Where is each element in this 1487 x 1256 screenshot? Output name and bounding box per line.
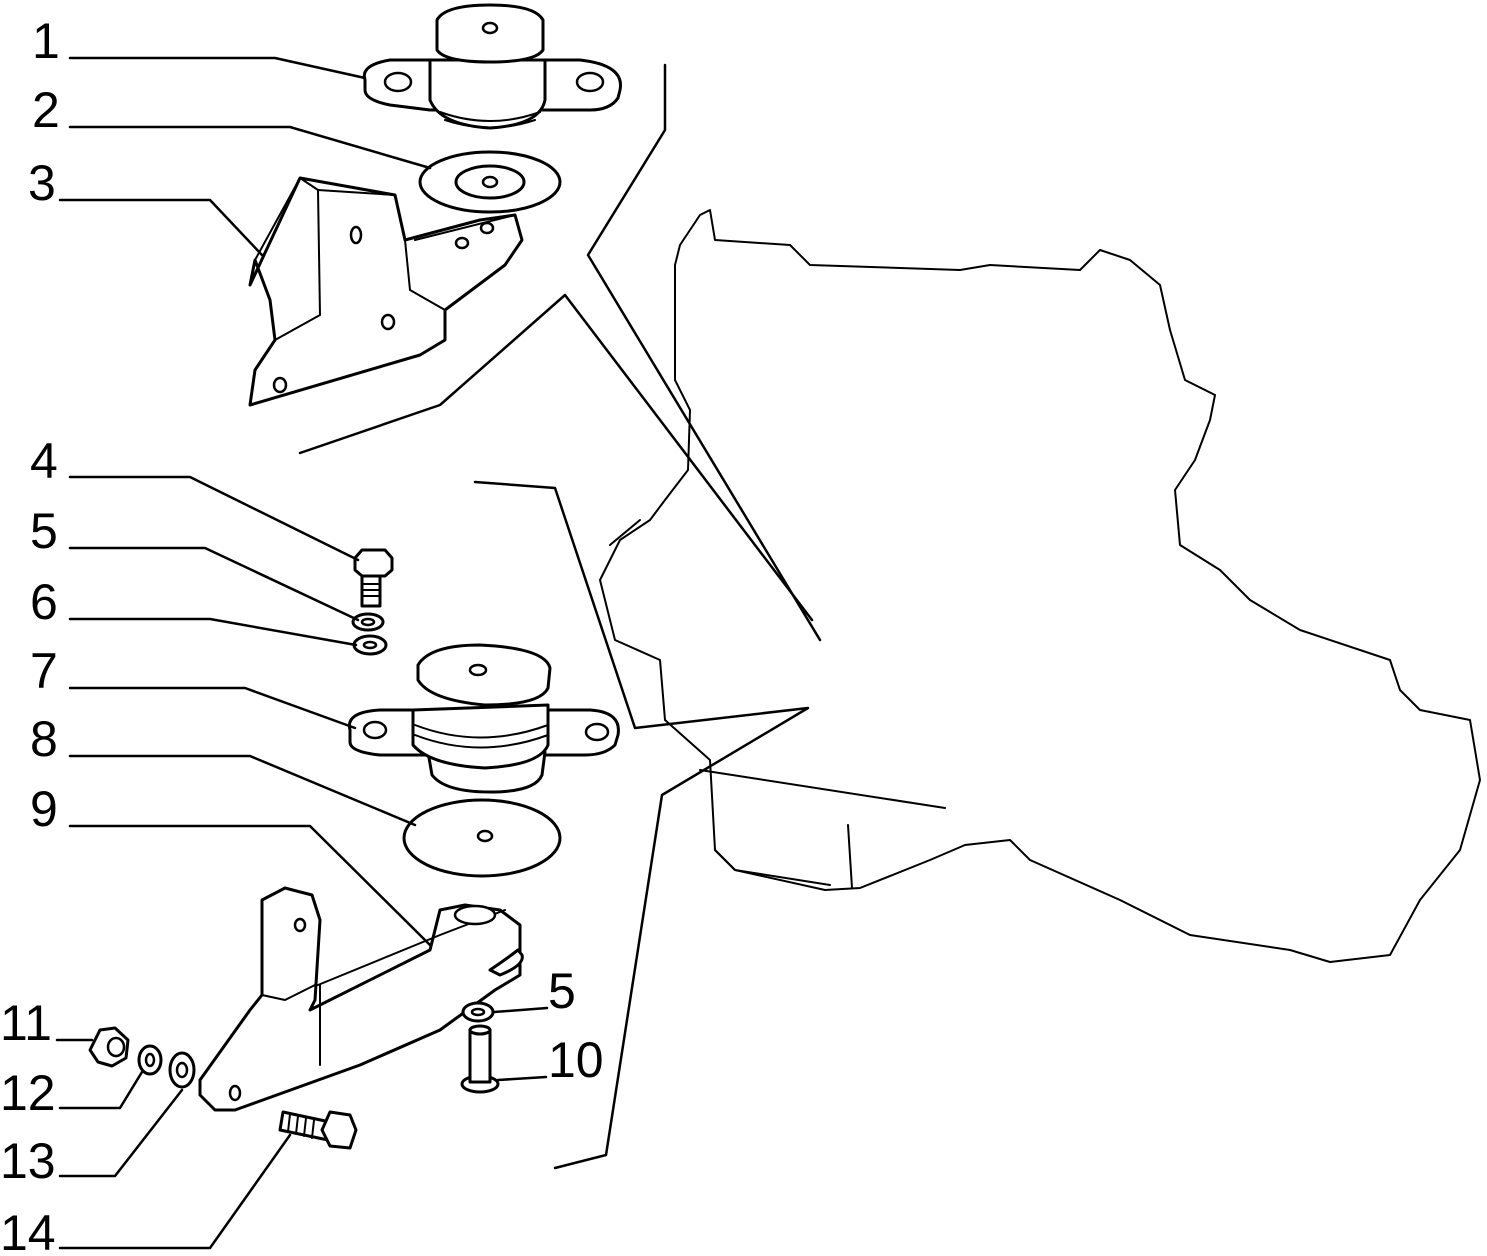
- callout-4: 4: [30, 433, 58, 489]
- callout-9: 9: [30, 781, 58, 837]
- engine-block-outline: [599, 209, 1481, 963]
- callout-6: 6: [30, 574, 58, 630]
- callout-12: 12: [0, 1065, 56, 1121]
- stud-bolt-10: [460, 1024, 500, 1094]
- callout-8: 8: [30, 711, 58, 767]
- lower-engine-mount: [347, 643, 620, 794]
- callout-7: 7: [30, 643, 58, 699]
- callout-13: 13: [0, 1133, 56, 1189]
- upper-mount-washer: [418, 150, 562, 214]
- flat-washer-13: [168, 1051, 196, 1089]
- callout-labels: 1 2 3 4 5 6 7 8 9 5 10 11 12 13 14: [0, 13, 604, 1256]
- section-lines: [298, 63, 822, 1170]
- lower-mount-washer: [402, 798, 562, 878]
- leader-lines: [55, 56, 549, 1250]
- callout-5: 5: [30, 503, 58, 559]
- hex-bolt-4: [353, 548, 394, 608]
- hex-nut-11: [88, 1026, 130, 1068]
- callout-11: 11: [0, 995, 52, 1051]
- spring-washer-5: [351, 612, 385, 632]
- upper-engine-mount: [362, 3, 622, 130]
- callout-2: 2: [32, 82, 60, 138]
- callout-10: 10: [548, 1032, 604, 1088]
- hex-bolt-14: [278, 1110, 358, 1150]
- callout-5-lower: 5: [548, 963, 576, 1019]
- flat-washer-6: [352, 634, 388, 656]
- lower-mount-bracket: [198, 886, 524, 1112]
- callout-3: 3: [28, 155, 56, 211]
- spring-washer-5-lower: [461, 1001, 495, 1023]
- lock-washer-12: [137, 1044, 163, 1076]
- upper-mount-bracket: [248, 176, 524, 407]
- callout-1: 1: [32, 13, 60, 69]
- callout-14: 14: [0, 1205, 56, 1256]
